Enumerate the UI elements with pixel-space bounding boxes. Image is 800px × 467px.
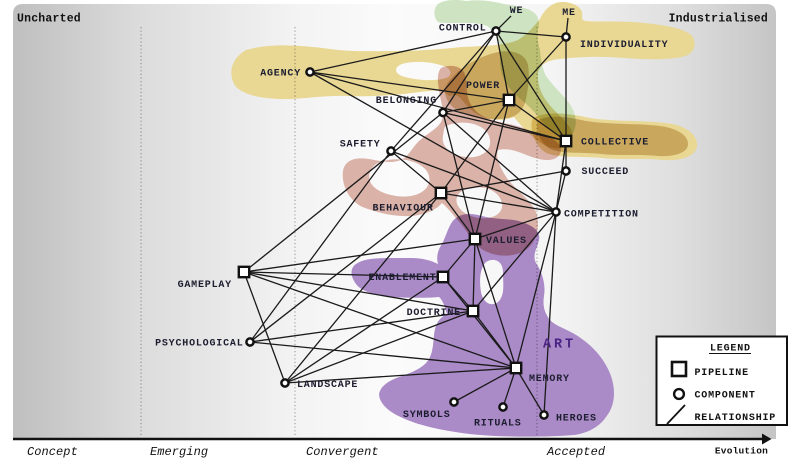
svg-text:Uncharted: Uncharted [17,13,81,26]
svg-text:HEROES: HEROES [556,414,597,425]
svg-text:BELONGING: BELONGING [376,96,437,107]
svg-text:SAFETY: SAFETY [340,140,381,151]
svg-text:DOCTRINE: DOCTRINE [407,308,461,319]
svg-text:GAMEPLAY: GAMEPLAY [178,280,232,291]
svg-text:CONTROL: CONTROL [439,24,487,35]
svg-text:PIPELINE: PIPELINE [695,368,749,379]
svg-text:WE: WE [510,6,524,17]
svg-text:COLLECTIVE: COLLECTIVE [581,138,649,149]
svg-text:Industrialised: Industrialised [669,13,768,26]
svg-text:Evolution: Evolution [715,446,768,457]
svg-text:ME: ME [562,8,576,19]
svg-text:PSYCHOLOGICAL: PSYCHOLOGICAL [155,339,243,350]
svg-text:ENABLEMENT: ENABLEMENT [368,273,436,284]
svg-text:Accepted: Accepted [546,445,606,459]
svg-text:POWER: POWER [466,81,500,92]
svg-text:COMPONENT: COMPONENT [695,391,756,402]
svg-text:INDIVIDUALITY: INDIVIDUALITY [580,40,668,51]
svg-text:SUCCEED: SUCCEED [582,167,630,178]
svg-text:MEMORY: MEMORY [529,374,570,385]
svg-text:ART: ART [543,338,576,353]
svg-text:Concept: Concept [27,445,78,459]
svg-text:RELATIONSHIP: RELATIONSHIP [695,413,777,424]
svg-text:VALUES: VALUES [486,236,527,247]
svg-text:Emerging: Emerging [150,445,208,459]
svg-text:RITUALS: RITUALS [474,419,522,430]
svg-text:LANDSCAPE: LANDSCAPE [297,380,358,391]
svg-text:BEHAVIOUR: BEHAVIOUR [373,204,434,215]
svg-text:COMPETITION: COMPETITION [564,210,639,221]
svg-text:SYMBOLS: SYMBOLS [403,410,451,421]
svg-text:AGENCY: AGENCY [260,69,301,80]
svg-text:LEGEND: LEGEND [710,344,751,355]
svg-text:Convergent: Convergent [306,445,379,459]
